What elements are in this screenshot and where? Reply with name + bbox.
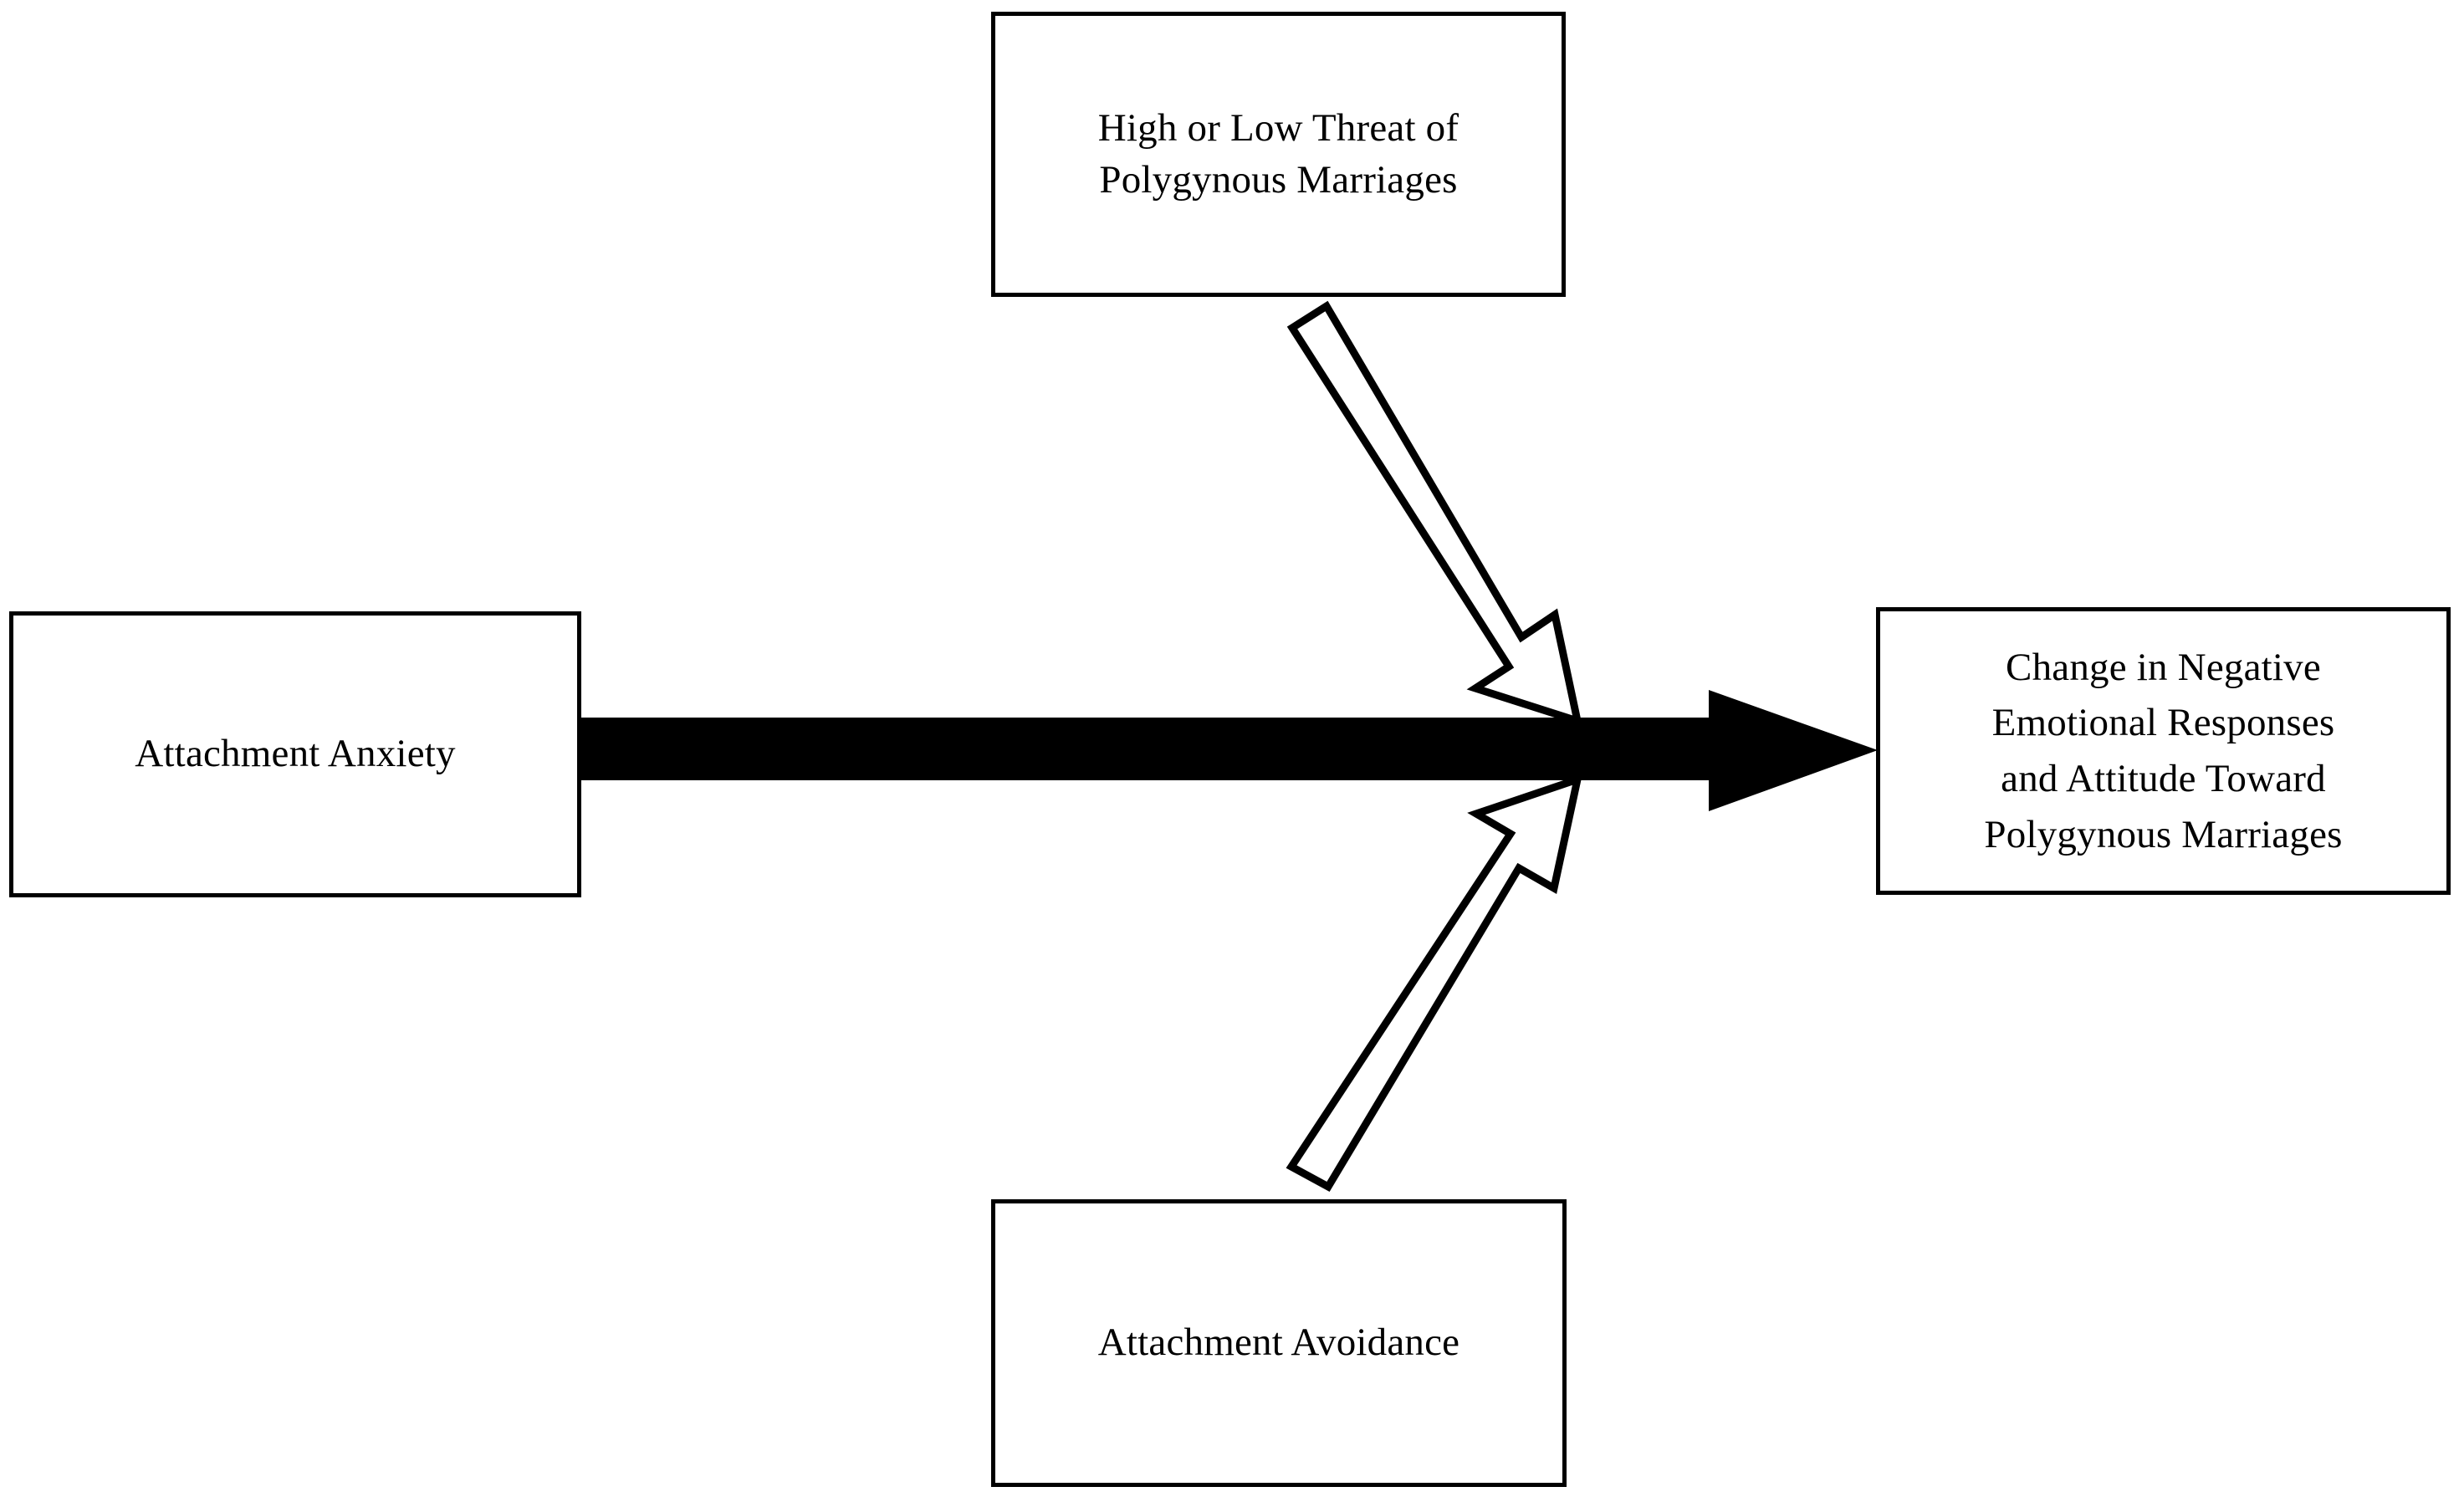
node-change-in-negative-emotional-responses[interactable]: Change in Negative Emotional Responses a… — [1876, 607, 2451, 895]
node-attachment-anxiety-label: Attachment Anxiety — [135, 732, 456, 776]
node-threat-of-polygynous-marriages-label: High or Low Threat of Polygynous Marriag… — [1097, 106, 1459, 202]
main-path-arrow — [575, 690, 1878, 811]
node-change-in-negative-emotional-responses-label: Change in Negative Emotional Responses a… — [1984, 645, 2343, 856]
node-attachment-avoidance[interactable]: Attachment Avoidance — [991, 1199, 1567, 1487]
moderation-path-avoidance-arrow — [1286, 774, 1583, 1193]
node-attachment-avoidance-label: Attachment Avoidance — [1097, 1321, 1460, 1365]
node-attachment-anxiety[interactable]: Attachment Anxiety — [9, 611, 581, 897]
moderation-path-threat-arrow — [1286, 300, 1583, 727]
node-threat-of-polygynous-marriages[interactable]: High or Low Threat of Polygynous Marriag… — [991, 12, 1566, 297]
